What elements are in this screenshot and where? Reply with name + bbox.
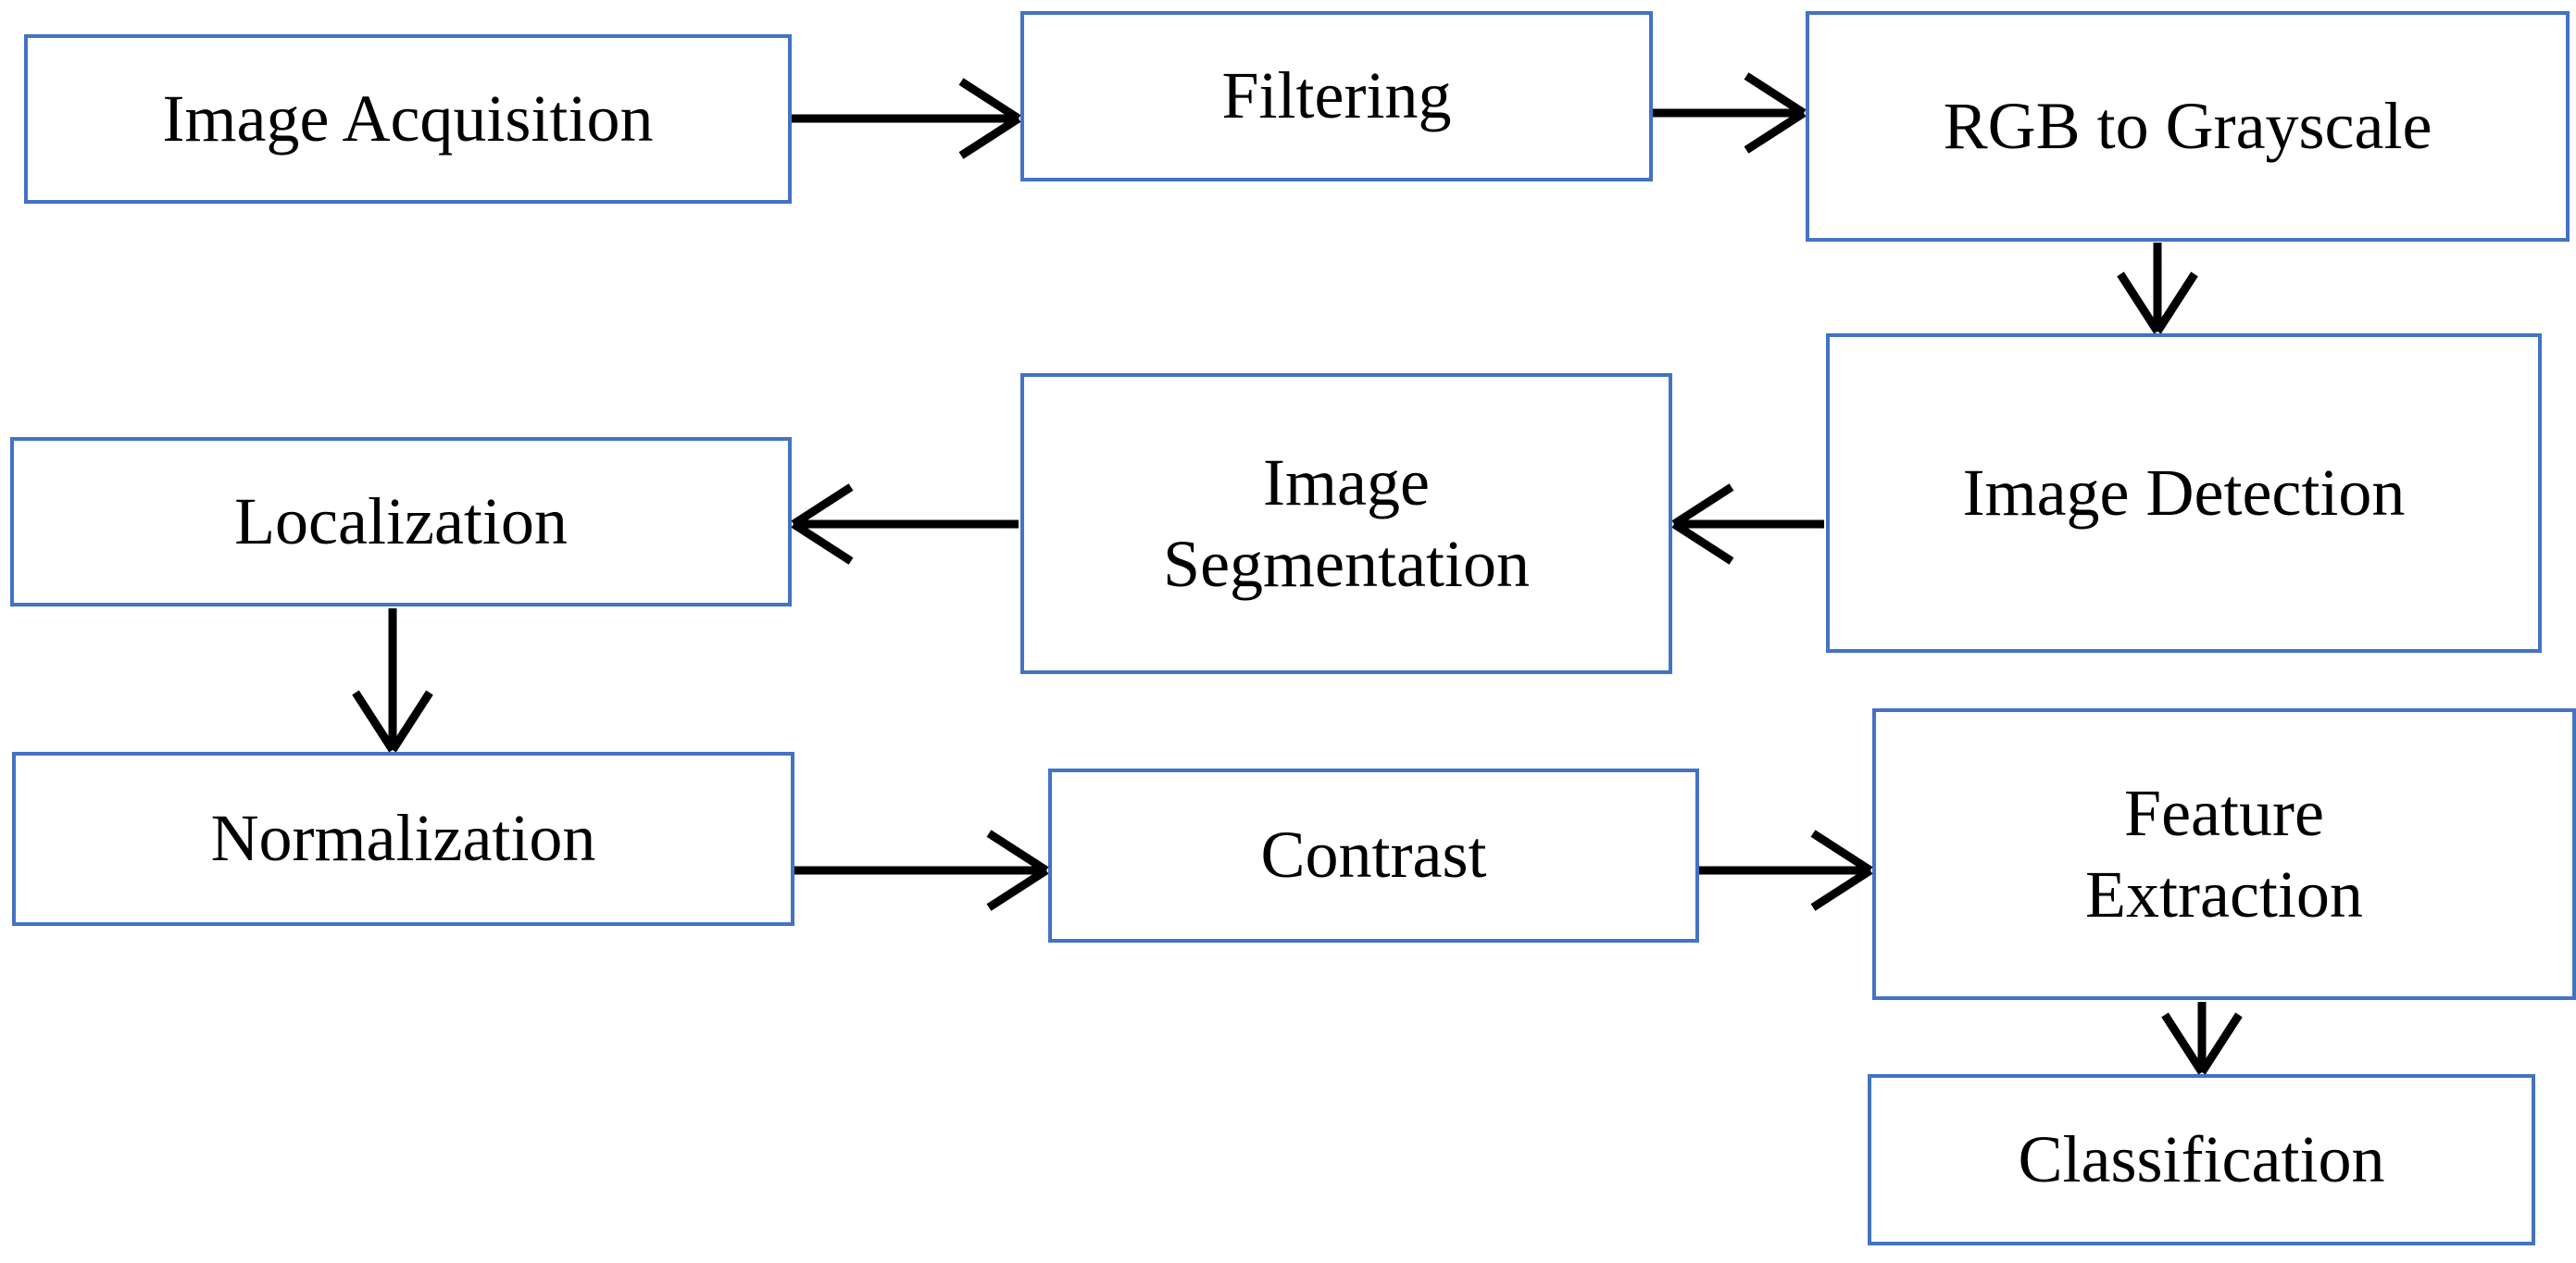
- node-image-acquisition[interactable]: Image Acquisition: [24, 34, 792, 204]
- arrow-image-segmentation-to-localization: [791, 483, 1019, 565]
- node-label: Image Segmentation: [1163, 444, 1530, 601]
- node-contrast[interactable]: Contrast: [1048, 769, 1699, 943]
- node-label: Image Acquisition: [162, 81, 654, 156]
- arrow-image-detection-to-image-segmentation: [1671, 483, 1824, 565]
- node-label: Contrast: [1260, 818, 1487, 893]
- arrow-feature-extraction-to-classification: [2161, 1002, 2243, 1075]
- arrow-rgb-to-grayscale-to-image-detection: [2117, 243, 2198, 334]
- arrow-image-acquisition-to-filtering: [792, 78, 1021, 159]
- arrow-filtering-to-rgb-to-grayscale: [1653, 72, 1807, 154]
- node-rgb-to-grayscale[interactable]: RGB to Grayscale: [1806, 11, 2570, 242]
- node-feature-extraction[interactable]: Feature Extraction: [1872, 708, 2576, 1000]
- node-classification[interactable]: Classification: [1868, 1074, 2535, 1245]
- node-label: Feature Extraction: [2085, 775, 2363, 932]
- node-image-segmentation[interactable]: Image Segmentation: [1020, 373, 1672, 674]
- node-label: RGB to Grayscale: [1943, 88, 2432, 163]
- node-label: Filtering: [1221, 58, 1452, 133]
- node-localization[interactable]: Localization: [10, 437, 792, 606]
- arrow-contrast-to-feature-extraction: [1699, 830, 1873, 911]
- node-normalization[interactable]: Normalization: [12, 752, 794, 926]
- arrow-normalization-to-contrast: [794, 830, 1049, 911]
- node-image-detection[interactable]: Image Detection: [1826, 333, 2542, 653]
- arrow-localization-to-normalization: [352, 608, 433, 753]
- node-filtering[interactable]: Filtering: [1020, 11, 1653, 181]
- node-label: Normalization: [210, 801, 596, 876]
- node-label: Classification: [2018, 1121, 2385, 1196]
- node-label: Localization: [234, 483, 568, 558]
- node-label: Image Detection: [1962, 455, 2406, 530]
